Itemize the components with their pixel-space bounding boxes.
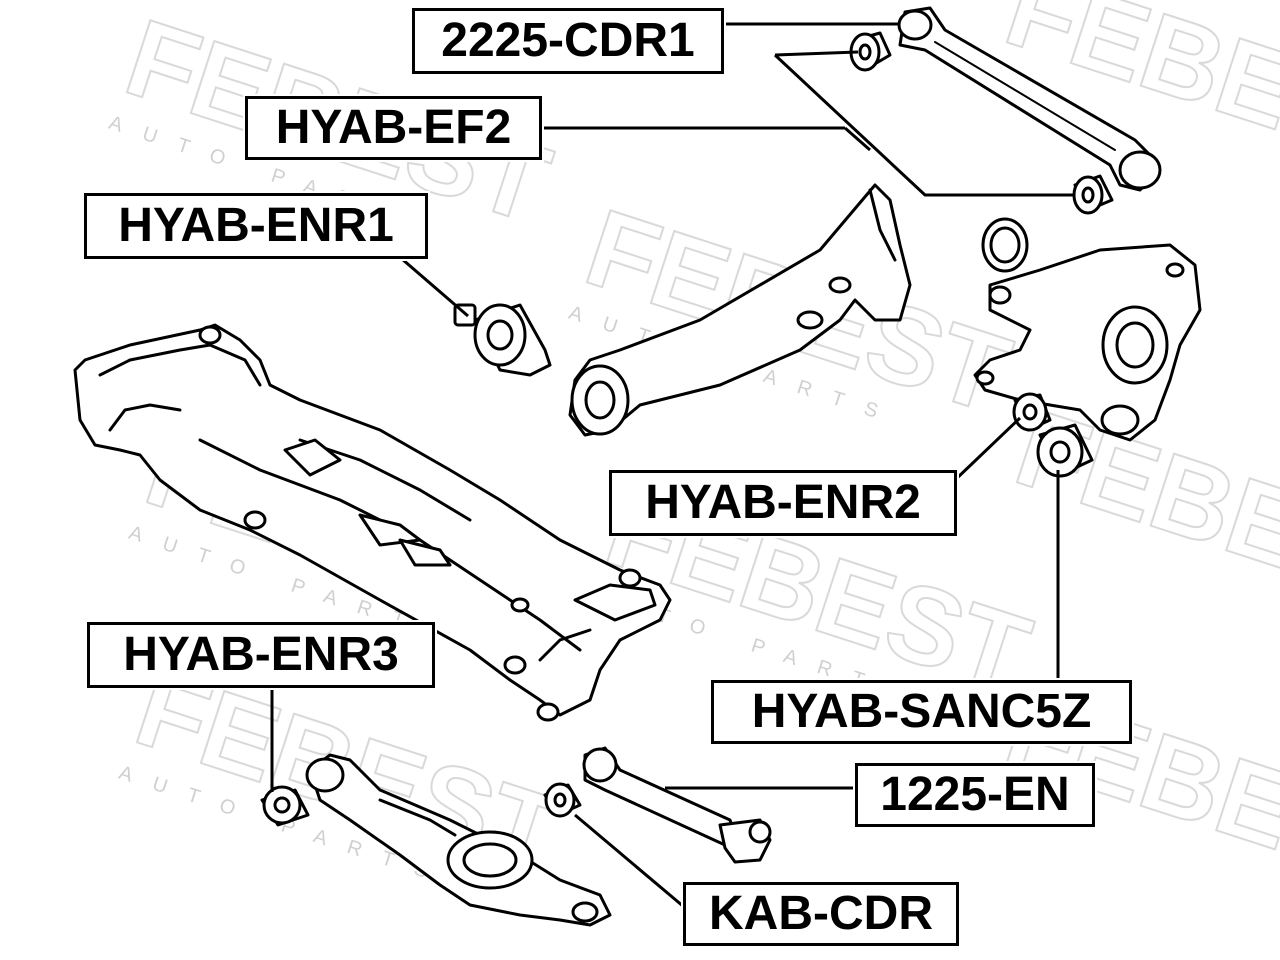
bushing-enr3 <box>260 785 310 827</box>
part-label-2225-cdr1: 2225-CDR1 <box>410 6 726 76</box>
leader-hyab-ef2 <box>540 50 1075 197</box>
toe-link <box>582 746 772 864</box>
part-label-kab-cdr: KAB-CDR <box>681 880 961 948</box>
lower-control-arm <box>305 753 612 927</box>
rear-knuckle <box>973 243 1202 442</box>
spring-seat-ring <box>981 217 1029 273</box>
trailing-arm <box>568 183 912 437</box>
leader-kab-cdr <box>574 813 691 914</box>
part-label-hyab-enr2: HYAB-ENR2 <box>607 468 959 538</box>
bushing-enr2 <box>1012 392 1052 432</box>
part-label-hyab-sanc5z: HYAB-SANC5Z <box>709 678 1134 746</box>
bushing-ef2-bottom <box>1072 174 1114 215</box>
upper-control-arm <box>897 6 1162 192</box>
part-label-hyab-ef2: HYAB-EF2 <box>243 94 544 162</box>
bushing-sanc5z <box>1036 423 1094 478</box>
leader-hyab-enr2 <box>953 416 1022 482</box>
part-label-1225-en: 1225-EN <box>853 761 1097 829</box>
bushing-enr1 <box>453 303 552 377</box>
part-label-hyab-enr1: HYAB-ENR1 <box>82 191 430 261</box>
part-label-hyab-enr3: HYAB-ENR3 <box>85 620 437 690</box>
bushing-kab-cdr <box>543 782 582 818</box>
rear-subframe <box>73 323 672 722</box>
leader-lines <box>270 22 1075 914</box>
